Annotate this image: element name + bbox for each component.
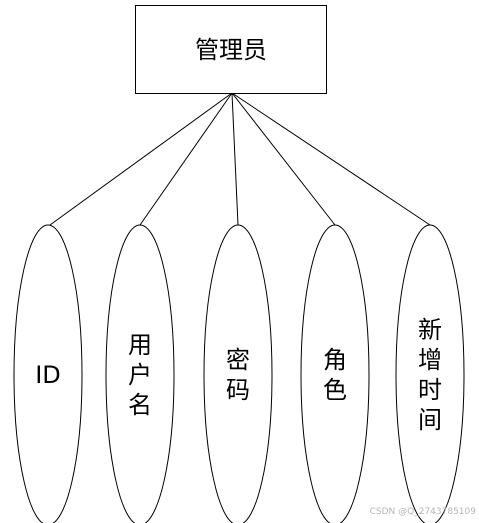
attr-role-label-char: 角 <box>323 346 347 374</box>
connector-line-created-time <box>231 92 431 226</box>
attr-password-label-char: 密 <box>226 346 250 374</box>
attr-id-label-char: ID <box>35 361 61 389</box>
attr-created-time-label-char: 增 <box>418 346 442 374</box>
attr-created-time-label-char: 新 <box>418 316 442 344</box>
attr-username-label-char: 名 <box>128 391 152 419</box>
attr-password-label-char: 码 <box>226 376 250 404</box>
attr-id-ellipse <box>13 224 83 523</box>
connector-line-username <box>139 92 233 226</box>
attr-password-ellipse <box>203 224 273 523</box>
entity-rect <box>135 5 327 94</box>
entity-label: 管理员 <box>195 36 267 64</box>
attr-username-node: 用户名 <box>105 224 175 523</box>
connector-line-password <box>231 92 239 226</box>
attr-id-node: ID <box>13 224 83 523</box>
attr-role-label-char: 色 <box>323 376 347 404</box>
watermark: CSDN @Q_2743785109 <box>370 507 477 517</box>
attr-role-ellipse <box>300 224 370 523</box>
attr-created-time-label-char: 时 <box>418 376 442 404</box>
attr-username-ellipse <box>105 224 175 523</box>
connector-lines <box>49 92 431 226</box>
connector-line-id <box>49 92 233 226</box>
connector-line-role <box>231 92 336 226</box>
attr-password-node: 密码 <box>203 224 273 523</box>
attr-created-time-ellipse <box>395 224 465 523</box>
attr-created-time-label-char: 间 <box>418 406 442 434</box>
attr-username-label-char: 用 <box>128 331 152 359</box>
attr-role-node: 角色 <box>300 224 370 523</box>
entity-box: 管理员 <box>135 5 327 94</box>
attr-username-label-char: 户 <box>128 361 152 389</box>
